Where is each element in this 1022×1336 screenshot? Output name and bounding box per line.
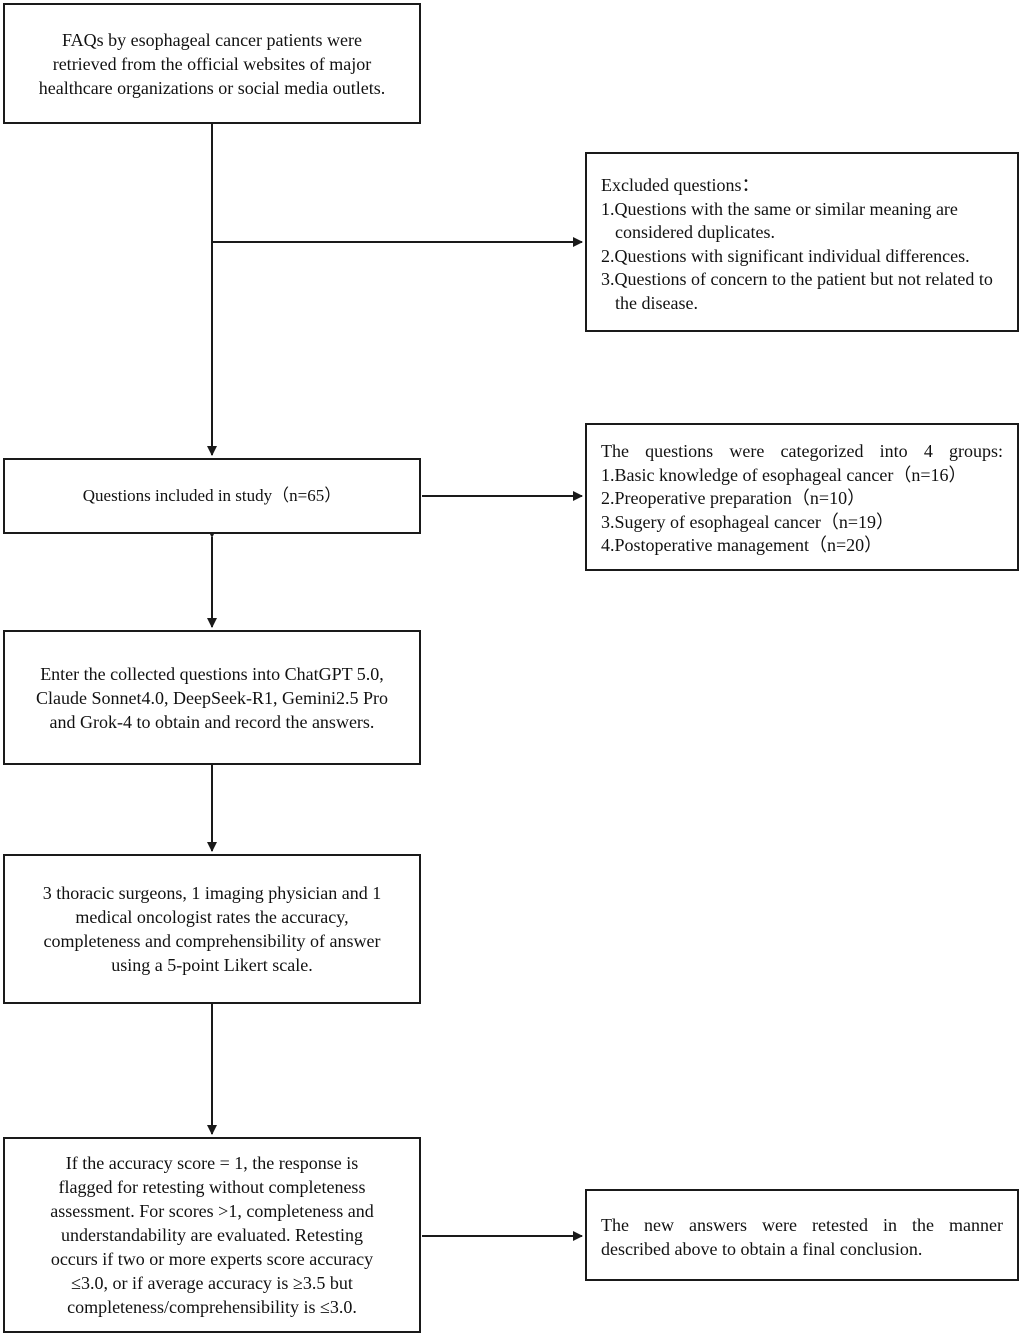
excluded-heading: Excluded questions： xyxy=(601,175,760,195)
step3-line-2: Claude Sonnet4.0, DeepSeek-R1, Gemini2.5… xyxy=(36,687,388,708)
categories-item-4: 4.Postoperative management（n=20） xyxy=(601,535,883,555)
step2-box: Questions included in study（n=65） xyxy=(3,458,421,534)
step4-line-1: 3 thoracic surgeons, 1 imaging physician… xyxy=(42,883,382,903)
step5-line-1: If the accuracy score = 1, the response … xyxy=(65,1153,359,1173)
step3-line-1: Enter the collected questions into ChatG… xyxy=(40,663,384,684)
step4-line-3: completeness and comprehensibility of an… xyxy=(43,931,381,951)
step1-line-3: healthcare organizations or social media… xyxy=(38,77,386,98)
step3-line-3: and Grok-4 to obtain and record the answ… xyxy=(49,711,375,732)
categories-heading: The questions were categorized into 4 gr… xyxy=(601,441,1003,461)
step5-line-7: completeness/comprehensibility is ≤3.0. xyxy=(67,1297,357,1317)
step1-line-2: retrieved from the official websites of … xyxy=(52,53,372,74)
step3-box: Enter the collected questions into ChatG… xyxy=(3,630,421,765)
excluded-questions-box: Excluded questions： 1.Questions with the… xyxy=(585,152,1019,332)
step1-line-1: FAQs by esophageal cancer patients were xyxy=(61,29,363,50)
categories-item-3: 3.Sugery of esophageal cancer（n=19） xyxy=(601,511,895,532)
retest-line-1: The new answers were retested in the man… xyxy=(601,1215,1003,1235)
step5-line-2: flagged for retesting without completene… xyxy=(58,1177,366,1197)
step5-box: If the accuracy score = 1, the response … xyxy=(3,1137,421,1333)
step5-line-4: understandability are evaluated. Retesti… xyxy=(61,1225,363,1245)
excluded-item-3: 3.Questions of concern to the patient bu… xyxy=(601,269,993,313)
step5-line-3: assessment. For scores >1, completeness … xyxy=(50,1201,374,1221)
categories-box: The questions were categorized into 4 gr… xyxy=(585,423,1019,571)
step4-line-2: medical oncologist rates the accuracy, xyxy=(75,907,349,927)
excluded-item-2: 2.Questions with significant individual … xyxy=(601,245,970,266)
step4-line-4: using a 5-point Likert scale. xyxy=(111,955,313,975)
categories-item-2: 2.Preoperative preparation（n=10） xyxy=(601,488,866,508)
categories-item-1: 1.Basic knowledge of esophageal cancer（n… xyxy=(601,464,967,485)
step1-box: FAQs by esophageal cancer patients were … xyxy=(3,3,421,124)
retest-box: The new answers were retested in the man… xyxy=(585,1189,1019,1281)
retest-line-2: described above to obtain a final conclu… xyxy=(601,1238,923,1259)
step5-line-6: ≤3.0, or if average accuracy is ≥3.5 but xyxy=(71,1273,353,1293)
excluded-item-1: 1.Questions with the same or similar mea… xyxy=(601,198,958,243)
step5-line-5: occurs if two or more experts score accu… xyxy=(50,1249,374,1269)
step4-box: 3 thoracic surgeons, 1 imaging physician… xyxy=(3,854,421,1004)
step2-text: Questions included in study（n=65） xyxy=(82,486,342,505)
